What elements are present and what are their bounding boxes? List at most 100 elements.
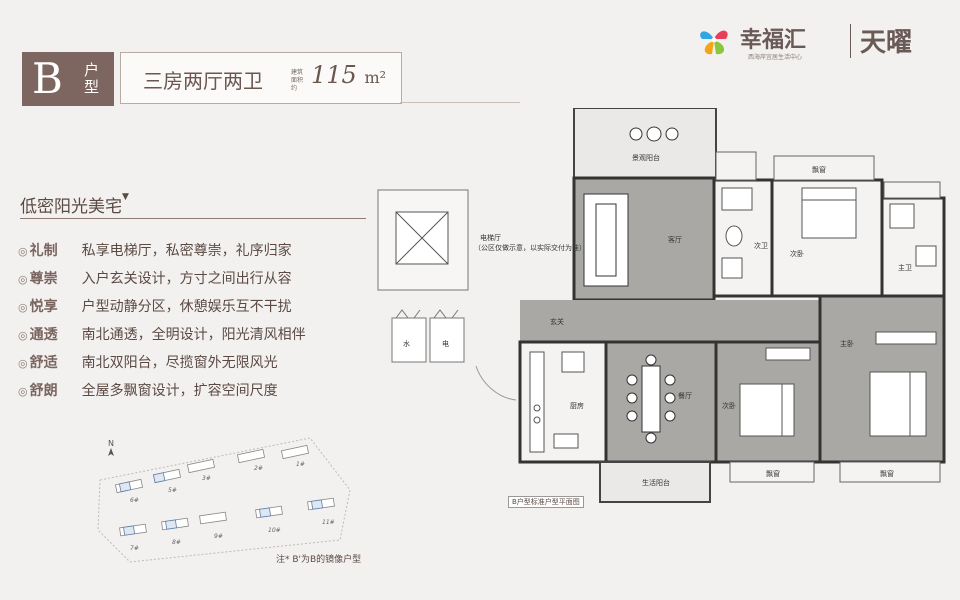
toilet — [725, 225, 743, 247]
feature-text: 全屋多飘窗设计，扩容空间尺度 — [81, 383, 278, 399]
layout-title-box: 三房两厅两卫 建筑面积约 115 m² — [120, 52, 402, 104]
feature-text: 私享电梯厅，私密尊崇，礼序归家 — [81, 243, 292, 259]
master-bath-label: 主卫 — [898, 263, 912, 272]
dining-chair — [664, 374, 676, 386]
project-name: 天曜 — [860, 28, 913, 58]
building-2 — [236, 448, 266, 464]
feature-item: ◎礼制 私享电梯厅，私密尊崇，礼序归家 — [18, 240, 292, 262]
bay-window-label: 飘窗 — [880, 469, 894, 478]
public-bath-label: 次卫 — [754, 241, 768, 250]
elevator-hall-note: （公区仅做示意，以实际交付为准） — [474, 243, 586, 252]
coffee-table — [595, 203, 617, 277]
shower — [721, 187, 753, 211]
master-pillow — [909, 371, 927, 437]
bullet-icon: ◎ — [18, 329, 28, 342]
foyer-label: 玄关 — [550, 317, 564, 326]
feature-key: 舒朗 — [29, 383, 58, 399]
brand-tagline: 西海岸宜居生活中心 — [748, 54, 803, 61]
stove-burner — [533, 416, 541, 424]
brand-name: 幸福汇 — [740, 28, 807, 53]
north-label: N — [108, 439, 114, 448]
feature-key: 尊崇 — [29, 271, 58, 287]
building-3 — [186, 458, 216, 474]
feature-item: ◎舒朗 全屋多飘窗设计，扩容空间尺度 — [18, 380, 278, 402]
brand-flower-icon — [700, 30, 728, 55]
building-label: 2# — [254, 465, 263, 472]
site-plan: N 1# 2# 3# 5# 6# 7# 8# 9# 10# 11# — [97, 437, 351, 563]
bullet-icon: ◎ — [18, 385, 28, 398]
elevator-hall-label: 电梯厅 — [480, 233, 501, 242]
highlight-unit — [259, 507, 271, 518]
electric-shaft — [429, 317, 465, 363]
bay-window-master — [839, 461, 941, 483]
dining-chair — [626, 410, 638, 422]
building-label: 6# — [130, 497, 139, 504]
electric-label: 电 — [442, 339, 449, 348]
living-label: 客厅 — [668, 235, 682, 244]
highlight-unit — [118, 481, 132, 493]
feature-key: 舒适 — [29, 355, 58, 371]
washbasin — [721, 257, 743, 279]
feature-text: 南北通透，全明设计，阳光清风相伴 — [81, 327, 306, 343]
bullet-icon: ◎ — [18, 245, 28, 258]
dining-chair — [664, 410, 676, 422]
highlight-unit — [311, 499, 323, 510]
kitchen-label: 厨房 — [570, 401, 584, 410]
building-9 — [199, 511, 227, 525]
sink — [553, 433, 579, 449]
feature-key: 礼制 — [29, 243, 58, 259]
master-bed-label: 主卧 — [840, 339, 854, 348]
third-bed-label: 次卧 — [722, 401, 736, 410]
fridge — [561, 351, 585, 373]
foyer-corridor — [520, 300, 820, 342]
floor-plan: 水 电 景观阳台 客厅 电梯厅 （公区仅做示意，以实际交付为准） 玄关 厨房 餐… — [377, 108, 946, 503]
area-value: 115 m² — [311, 61, 386, 89]
dining-chair — [645, 354, 657, 366]
third-pillow — [781, 383, 795, 437]
bay-window-master-bath — [883, 181, 941, 199]
dining-chair — [664, 392, 676, 404]
slogan-text: 低密阳光美宅 — [20, 197, 122, 217]
building-label: 9# — [214, 533, 223, 540]
north-arrow-icon — [108, 448, 114, 456]
feature-key: 悦享 — [29, 299, 58, 315]
third-wardrobe — [765, 347, 811, 361]
building-label: 3# — [202, 475, 211, 482]
slogan: 低密阳光美宅▼ — [20, 192, 129, 217]
shaft-markers — [395, 309, 459, 319]
building-label: 5# — [168, 487, 177, 494]
feature-item: ◎悦享 户型动静分区，休憩娱乐互不干扰 — [18, 296, 292, 318]
dining-table — [641, 365, 661, 433]
feature-item: ◎舒适 南北双阳台，尽揽窗外无限风光 — [18, 352, 278, 374]
landscape-balcony-label: 景观阳台 — [632, 153, 660, 162]
bullet-icon: ◎ — [18, 357, 28, 370]
master-shower — [889, 203, 915, 229]
feature-text: 户型动静分区，休憩娱乐互不干扰 — [81, 299, 292, 315]
dining-room — [604, 340, 718, 464]
pillow — [801, 187, 857, 201]
master-washbasin — [915, 245, 937, 267]
building-label: 10# — [268, 527, 281, 534]
stove-burner — [533, 404, 541, 412]
layout-title: 三房两厅两卫 — [143, 69, 263, 93]
landscape-balcony — [573, 108, 717, 179]
building-label: 11# — [322, 519, 335, 526]
dining-chair — [626, 374, 638, 386]
dining-label: 餐厅 — [678, 391, 692, 400]
title-divider — [400, 102, 520, 103]
elevator-cross-line — [395, 211, 449, 265]
area-label: 建筑面积约 — [291, 69, 304, 92]
building-label: 7# — [130, 545, 139, 552]
building-1 — [280, 444, 310, 460]
life-balcony — [599, 461, 711, 503]
bullet-icon: ◎ — [18, 301, 28, 314]
mirror-note: 注* B'为B的镜像户型 — [276, 555, 362, 565]
bay-window-label: 飘窗 — [812, 165, 826, 174]
bay-window-third — [729, 461, 815, 483]
unit-suffix: 户型 — [84, 61, 100, 96]
floor-plan-caption: B户型标准户型平面图 — [508, 496, 584, 508]
unit-letter: B — [32, 54, 63, 103]
life-balcony-label: 生活阳台 — [642, 478, 670, 487]
feature-text: 南北双阳台，尽揽窗外无限风光 — [81, 355, 278, 371]
bay-window-second-bed — [773, 155, 875, 181]
